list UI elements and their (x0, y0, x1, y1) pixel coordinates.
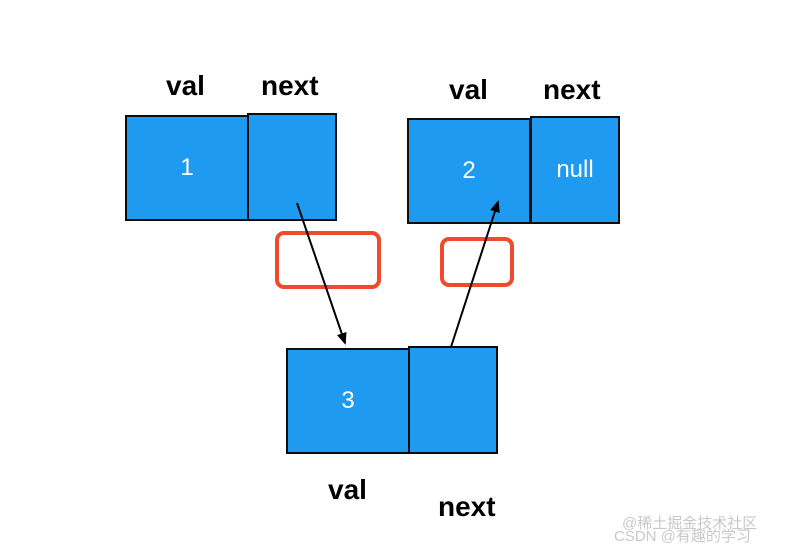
node-2-val-cell: 2 (407, 118, 531, 224)
node-3-next-label: next (438, 491, 496, 522)
watermark-line-1: @稀土掘金技术社区 (622, 515, 758, 532)
node-3-val-label: val (328, 474, 367, 505)
arrow-node1-to-node3 (296, 202, 347, 345)
node-3-next-cell (408, 346, 498, 454)
node-2-next-cell: null (530, 116, 620, 224)
node-1-val-cell: 1 (125, 115, 249, 221)
broken-link-highlight (275, 231, 381, 289)
node-3-val-cell: 3 (286, 348, 410, 454)
node-2-val-label: val (449, 74, 488, 105)
node-1-val-label: val (166, 70, 205, 101)
watermark-line-2: CSDN @有趣的学习 (614, 528, 751, 545)
arrow-node3-to-node2 (450, 200, 500, 348)
node-1-next-cell (247, 113, 337, 221)
new-link-highlight (440, 237, 514, 287)
node-1-next-label: next (261, 70, 319, 101)
node-2-next-label: next (543, 74, 601, 105)
